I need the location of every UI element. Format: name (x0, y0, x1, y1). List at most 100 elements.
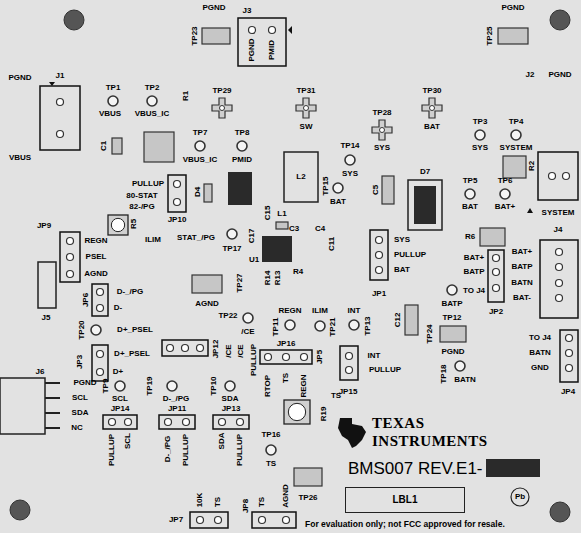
pin-header (252, 512, 296, 528)
silkscreen-label: JP14 (111, 405, 130, 413)
test-point (243, 313, 253, 323)
silkscreen-label: VBUS (99, 110, 121, 118)
component-body (414, 186, 436, 224)
silkscreen-label: ILIM (145, 236, 161, 244)
pad-footprint (294, 468, 322, 486)
pin-header (103, 415, 137, 429)
header-outline (162, 340, 208, 356)
silkscreen-label: PULLUP (108, 434, 116, 466)
silkscreen-label: SCL (112, 395, 128, 403)
silkscreen-label: J4 (554, 226, 563, 234)
silkscreen-label: J5 (42, 314, 51, 322)
silkscreen-label: R14 (264, 271, 272, 286)
header-outline (168, 175, 186, 212)
header-pin (301, 354, 308, 361)
silkscreen-label: TP7 (193, 129, 208, 137)
silkscreen-label: JP11 (168, 405, 186, 413)
test-point (167, 381, 177, 391)
test-point-cross (422, 98, 442, 118)
cross-pad (422, 98, 442, 118)
ti-logo (338, 418, 366, 448)
header-pin (376, 267, 383, 274)
silkscreen-label: ILIM (312, 307, 328, 315)
header-outline (60, 232, 80, 282)
header-pin (493, 269, 500, 276)
test-point (266, 445, 276, 455)
silkscreen-label: JP16 (277, 340, 296, 348)
component-body (486, 459, 540, 477)
silkscreen-label: PGND (441, 348, 464, 356)
silkscreen-label: STAT_/PG (177, 234, 215, 242)
pin-header (168, 175, 186, 212)
silkscreen-label: PGND (8, 74, 31, 82)
silkscreen-label: R1 (182, 91, 190, 101)
mounting-hole (10, 500, 30, 520)
pin-header (159, 415, 195, 429)
silkscreen-label: /CE (237, 344, 245, 357)
silkscreen-label: /CE (225, 344, 233, 357)
test-point (108, 96, 118, 106)
test-point (227, 229, 237, 239)
silkscreen-label: PMID (268, 40, 276, 60)
pin-header (538, 152, 578, 200)
header-pin (556, 295, 563, 302)
silkscreen-label: TP22 (218, 312, 237, 320)
silkscreen-label: SDA (218, 433, 226, 450)
silkscreen-label: TS (282, 373, 290, 383)
pin-header (40, 86, 80, 150)
silkscreen-label: SDA (72, 409, 89, 417)
silkscreen-label: TO J4 (463, 287, 485, 295)
header-pin (215, 517, 222, 524)
pin-header (540, 240, 578, 318)
silkscreen-label: TP14 (340, 142, 359, 150)
test-point (333, 183, 343, 193)
header-pin (125, 419, 132, 426)
header-pin (97, 351, 104, 358)
test-point (91, 325, 101, 335)
silkscreen-label: 82-/PG (129, 203, 154, 211)
silkscreen-label: PGND (73, 379, 96, 387)
silkscreen-label: JP6 (82, 293, 90, 307)
silkscreen-label: TP25 (486, 26, 494, 45)
pad-footprint (204, 184, 212, 202)
header-pin (346, 367, 353, 374)
test-point-cross (212, 98, 232, 118)
silkscreen-label: TP26 (298, 494, 317, 502)
header-pin (376, 237, 383, 244)
silkscreen-label: C17 (248, 229, 256, 244)
header-outline (540, 240, 578, 318)
pad-footprint (382, 176, 394, 204)
silkscreen-label: TEXAS (372, 416, 425, 431)
silkscreen-label: R4 (293, 268, 303, 276)
pad-footprint (440, 326, 466, 342)
header-outline (340, 346, 358, 380)
silkscreen-label: BATP (511, 263, 532, 271)
cross-hole (430, 106, 435, 111)
silkscreen-label: TP16 (261, 431, 280, 439)
silkscreen-label: SYS (374, 144, 390, 152)
silkscreen-label: NC (71, 424, 83, 432)
test-point (195, 141, 205, 151)
header-pin (566, 350, 573, 357)
pin-header (370, 230, 388, 280)
pot-body (284, 400, 310, 424)
silkscreen-label: D-_/PG (117, 288, 144, 296)
test-point (345, 155, 355, 165)
component-body (228, 172, 252, 205)
silkscreen-label: U1 (249, 256, 259, 264)
silkscreen-label: BATP (441, 300, 462, 308)
pad-footprint (144, 132, 174, 162)
connector-pin (45, 427, 60, 429)
header-pin (67, 238, 74, 245)
header-pin (249, 27, 256, 34)
potentiometer (108, 215, 128, 235)
pin-header (488, 250, 504, 302)
pad-footprint (112, 138, 122, 154)
connector-pin (45, 382, 60, 384)
header-pin (376, 252, 383, 259)
silkscreen-label: BAT (330, 198, 346, 206)
header-pin (566, 335, 573, 342)
pad-footprint (276, 222, 288, 229)
silkscreen-label: JP3 (76, 355, 84, 369)
